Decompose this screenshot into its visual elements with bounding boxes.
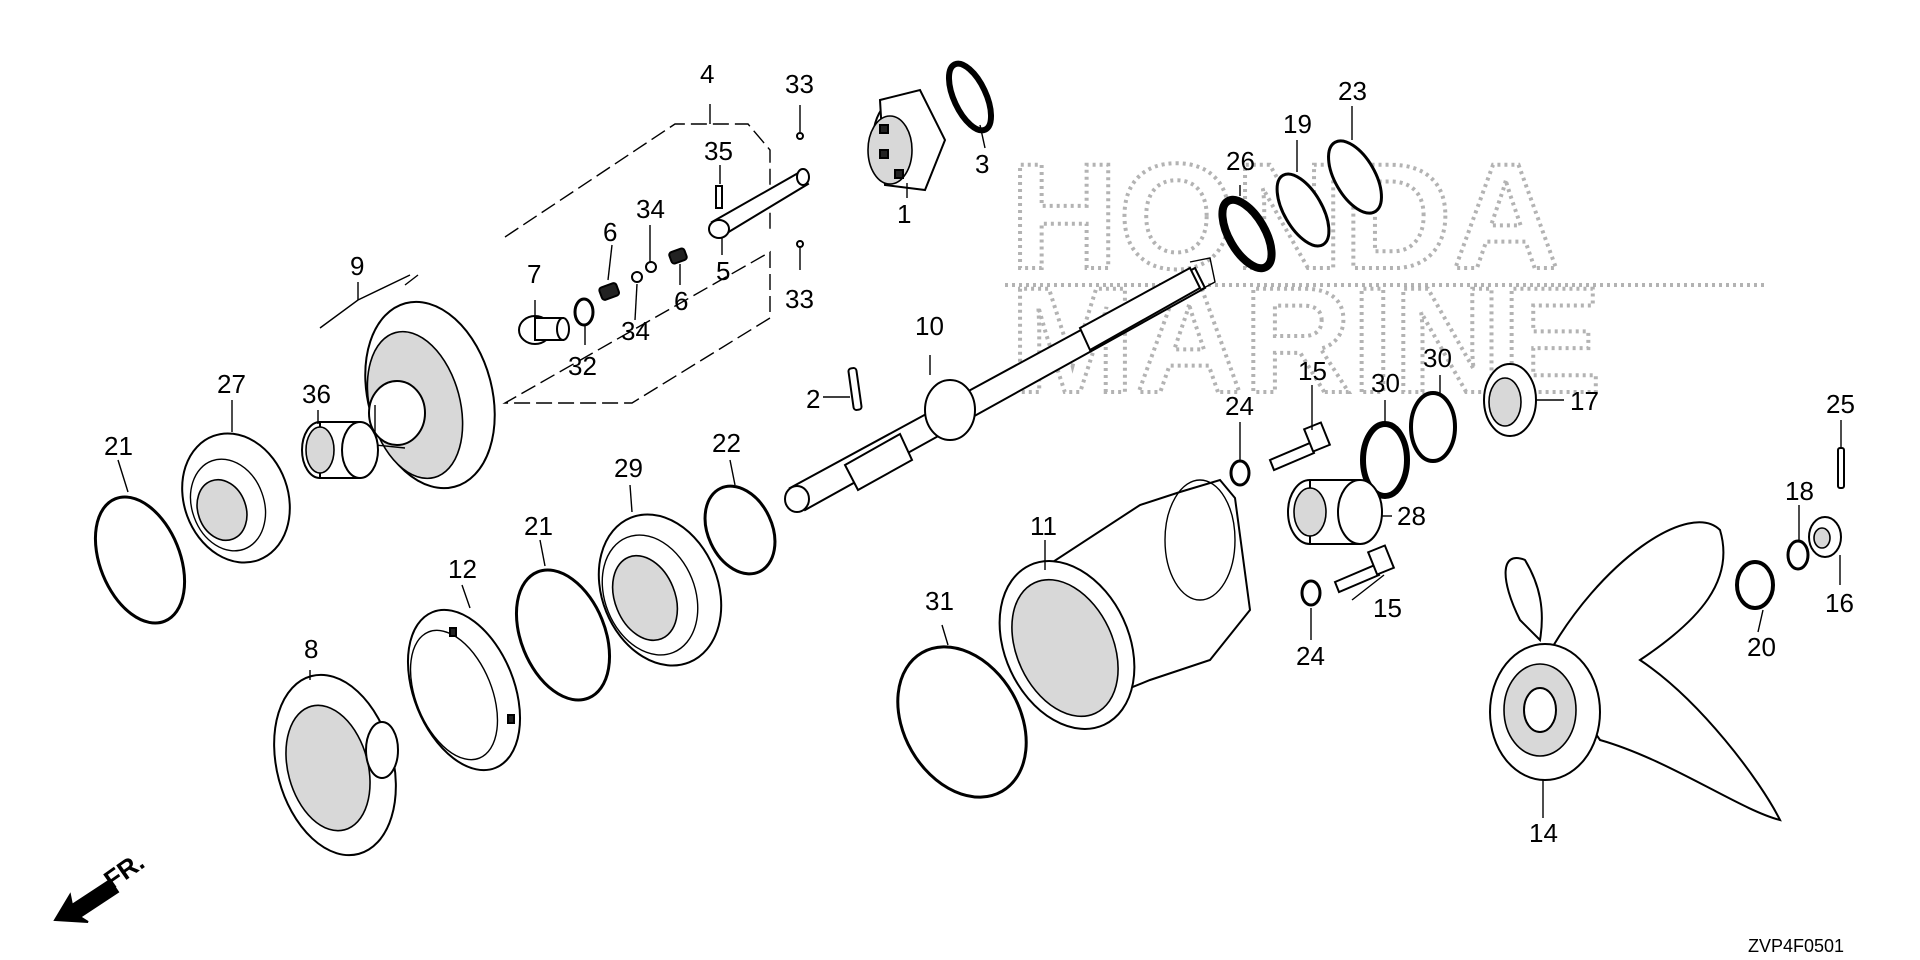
- callout-2: 2: [806, 384, 820, 414]
- part-15-bolt-a: [1268, 421, 1332, 472]
- callout-labels: 1 2 3 4 5 6 6 7 8 9 10 11 12 14 15 15 16…: [104, 59, 1855, 848]
- callout-30a: 30: [1371, 368, 1400, 398]
- callout-15b: 15: [1373, 593, 1402, 623]
- part-34-ball-b: [631, 271, 643, 283]
- part-24-washer-b: [1300, 579, 1322, 607]
- callout-36: 36: [302, 379, 331, 409]
- callout-4: 4: [700, 59, 714, 89]
- callout-21b: 21: [524, 511, 553, 541]
- part-22-thrust-washer: [703, 484, 777, 576]
- callout-15a: 15: [1298, 356, 1327, 386]
- callout-25: 25: [1826, 389, 1855, 419]
- subassembly-outline-4: [502, 123, 771, 404]
- part-26-seal: [1218, 195, 1276, 273]
- callout-27: 27: [217, 369, 246, 399]
- part-27-bearing: [181, 432, 291, 564]
- callout-34b: 34: [621, 316, 650, 346]
- part-21-oring-b: [514, 568, 612, 702]
- callout-1: 1: [897, 199, 911, 229]
- callout-12: 12: [448, 554, 477, 584]
- callout-26: 26: [1226, 146, 1255, 176]
- callout-16: 16: [1825, 588, 1854, 618]
- part-10-propeller-shaft: [784, 257, 1216, 513]
- callout-9: 9: [350, 251, 364, 281]
- part-2-pin: [847, 367, 863, 411]
- part-36-needle-bearing: [301, 421, 379, 479]
- part-30-seal-a: [1409, 391, 1457, 463]
- part-16-castle-nut: [1808, 516, 1842, 558]
- part-18-washer: [1786, 539, 1810, 571]
- part-3-ring: [945, 60, 995, 134]
- part-28-needle-bearing: [1287, 479, 1383, 545]
- callout-6a: 6: [603, 217, 617, 247]
- callout-19: 19: [1283, 109, 1312, 139]
- part-5-plunger: [708, 168, 810, 255]
- part-1-clutch: [867, 88, 947, 198]
- part-31-oring: [896, 645, 1028, 799]
- part-35-pin: [715, 185, 723, 209]
- part-34-ball-a: [645, 261, 657, 273]
- part-25-cotter-pin: [1837, 447, 1845, 489]
- callout-7: 7: [527, 259, 541, 289]
- part-29-bearing: [597, 513, 723, 667]
- part-6-spring-b: [668, 247, 688, 265]
- part-6-spring-a: [598, 282, 621, 301]
- callout-29: 29: [614, 453, 643, 483]
- callout-23: 23: [1338, 76, 1367, 106]
- leader-3: [979, 124, 986, 149]
- callout-8: 8: [304, 634, 318, 664]
- part-15-bolt-b: [1333, 544, 1396, 594]
- callout-17: 17: [1570, 386, 1599, 416]
- part-23-washer: [1327, 139, 1383, 215]
- part-17-seal-holder: [1483, 363, 1537, 437]
- callout-10: 10: [915, 311, 944, 341]
- callout-6b: 6: [674, 286, 688, 316]
- front-arrow-icon: [53, 878, 120, 923]
- part-9-reverse-gear: [364, 274, 496, 490]
- callout-21a: 21: [104, 431, 133, 461]
- part-33-ball-b: [796, 240, 804, 248]
- part-32-circlip: [573, 297, 595, 327]
- callout-34a: 34: [636, 194, 665, 224]
- part-20-spacer: [1735, 560, 1775, 610]
- callout-31: 31: [925, 586, 954, 616]
- callout-14: 14: [1529, 818, 1558, 848]
- callout-5: 5: [716, 256, 730, 286]
- callout-24a: 24: [1225, 391, 1254, 421]
- callout-35: 35: [704, 136, 733, 166]
- callout-22: 22: [712, 428, 741, 458]
- part-11-gear-case: [998, 478, 1252, 730]
- part-12-bearing-holder: [406, 608, 522, 772]
- part-14-propeller: [1489, 521, 1782, 822]
- callout-20: 20: [1747, 632, 1776, 662]
- diagram-code: ZVP4F0501: [1748, 936, 1844, 956]
- part-24-washer-a: [1229, 459, 1251, 487]
- callout-30b: 30: [1423, 343, 1452, 373]
- part-8-forward-gear: [273, 670, 399, 857]
- callout-32: 32: [568, 351, 597, 381]
- part-19-washer: [1275, 172, 1331, 248]
- callout-18: 18: [1785, 476, 1814, 506]
- callout-33a: 33: [785, 69, 814, 99]
- callout-33b: 33: [785, 284, 814, 314]
- part-21-oring-a: [93, 495, 187, 625]
- callout-11: 11: [1030, 511, 1057, 541]
- leader-lines: [117, 105, 1842, 646]
- callout-28: 28: [1397, 501, 1426, 531]
- callout-24b: 24: [1296, 641, 1325, 671]
- part-33-ball-a: [796, 132, 804, 140]
- front-direction-indicator: FR.: [53, 846, 150, 923]
- callout-3: 3: [975, 149, 989, 179]
- part-7-shifter: [518, 315, 570, 345]
